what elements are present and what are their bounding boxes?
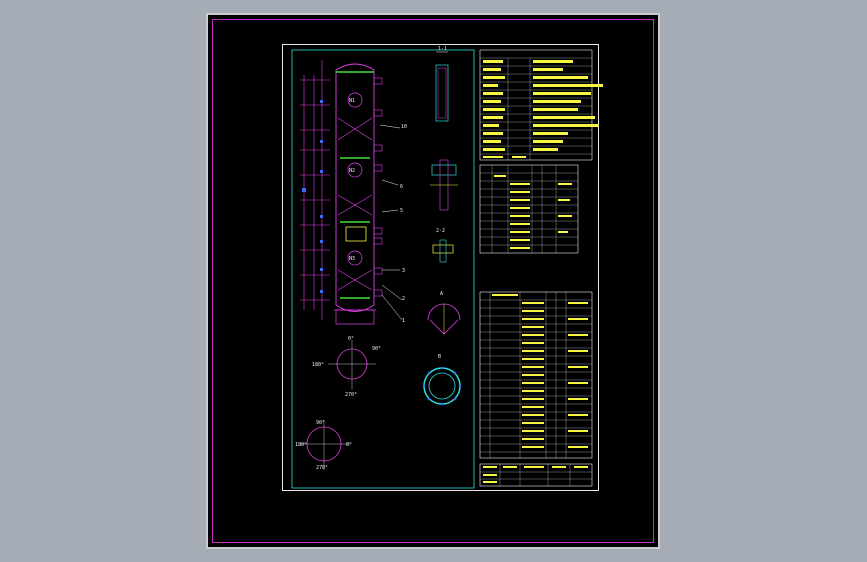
manhole-n2: N2 <box>349 168 355 174</box>
manhole-n1: N1 <box>349 98 355 104</box>
orient2-0deg: 0° <box>346 442 352 448</box>
leader-label-6: 6 <box>400 184 403 190</box>
orient2-180deg: 180° <box>295 442 307 448</box>
orient1-270deg: 270° <box>345 392 357 398</box>
sheet-drawing-border <box>282 44 599 491</box>
leader-label-3: 3 <box>402 268 405 274</box>
orient2-270deg: 270° <box>316 465 328 471</box>
view-label-a: A <box>440 291 443 297</box>
drawing-sheet <box>206 13 660 549</box>
leader-label-5: 5 <box>400 208 403 214</box>
orient1-0deg: 0° <box>348 336 354 342</box>
orient2-90deg: 90° <box>316 420 325 426</box>
leader-label-2: 2 <box>402 296 405 302</box>
leader-label-1: 1 <box>402 318 405 324</box>
detail-views: 1-1 2-2 A B <box>422 46 462 406</box>
tower-elevation: N1 N2 N3 10 6 5 3 2 1 <box>300 60 407 325</box>
section-label-1-1: 1-1 <box>438 46 447 52</box>
section-label-2-2: 2-2 <box>436 228 445 234</box>
orient1-180deg: 180° <box>312 362 324 368</box>
leader-label-10: 10 <box>401 124 407 130</box>
sheet-outer-border <box>212 19 654 543</box>
orient1-90deg: 90° <box>372 346 381 352</box>
manhole-n3: N3 <box>349 256 355 262</box>
nozzle-orientation: 0° 180° 270° 90° 90° 180° 270° 0° <box>295 336 381 471</box>
inner-frame <box>291 49 475 489</box>
view-label-b: B <box>438 354 441 360</box>
technical-tables <box>479 49 603 487</box>
